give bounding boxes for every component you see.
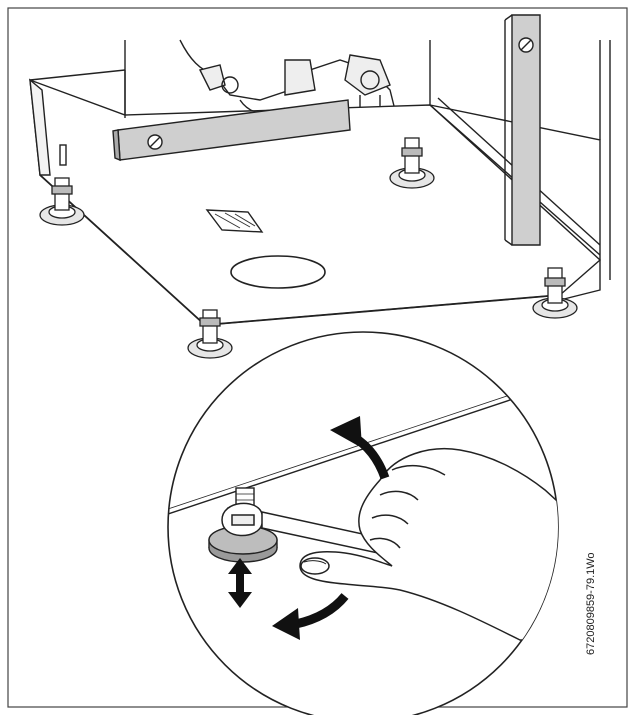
square-opening: [205, 209, 264, 233]
foot-front-middle: [187, 309, 233, 359]
spirit-level-vertical: [504, 14, 541, 246]
foot-front-right: [532, 267, 578, 319]
foot-rear-middle: [389, 137, 435, 189]
spirit-level-horizontal: [112, 99, 351, 162]
rotate-arrow-up-icon: [330, 416, 390, 480]
rotate-arrow-down-icon: [272, 593, 349, 640]
hand-icon: [299, 448, 558, 641]
figure-reference-label: 6720809859-79.1Wo: [585, 552, 597, 655]
round-opening: [230, 255, 326, 289]
wrench-icon: [221, 502, 393, 557]
height-adjust-arrow-icon: [228, 558, 252, 608]
detail-view: [168, 364, 558, 641]
foot-front-left: [39, 177, 85, 226]
